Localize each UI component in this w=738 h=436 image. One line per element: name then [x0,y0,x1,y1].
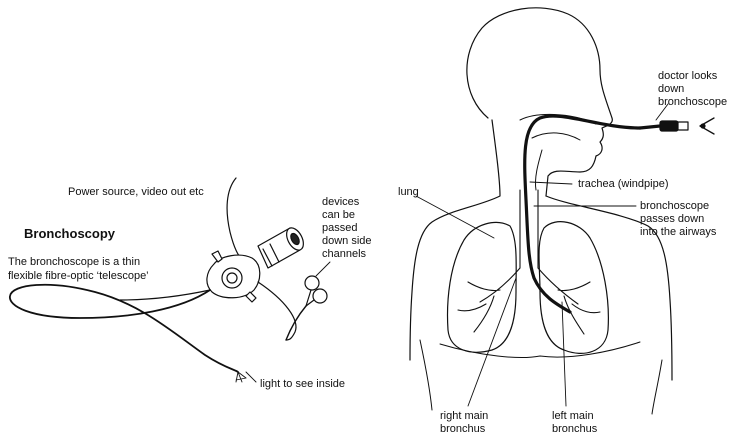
lung-label: lung [398,186,419,199]
devices-label: devices can be passed down side channels [322,196,372,261]
doctor-eye-icon [700,118,714,134]
doctor-label: doctor looks down bronchoscope [658,70,727,109]
trachea-label: trachea (windpipe) [578,178,669,191]
forceps-tool [286,276,327,340]
left-lung [539,222,608,354]
description-line-1: The bronchoscope is a thin [8,256,140,269]
insertion-tube [10,285,238,372]
control-body [207,251,260,302]
right-lung [448,222,517,352]
left-main-bronchus-label: left main bronchus [552,410,597,436]
eyepiece-cylinder [258,225,307,268]
bronchoscopy-title: Bronchoscopy [24,226,115,241]
power-source-label: Power source, video out etc [68,186,204,199]
head-outline [467,8,612,196]
bronchoscope-passes-label: bronchoscope passes down into the airway… [640,200,716,239]
right-main-bronchus-label: right main bronchus [440,410,488,436]
description-line-2: flexible fibre-optic ‘telescope’ [8,270,149,283]
light-label: light to see inside [260,378,345,391]
